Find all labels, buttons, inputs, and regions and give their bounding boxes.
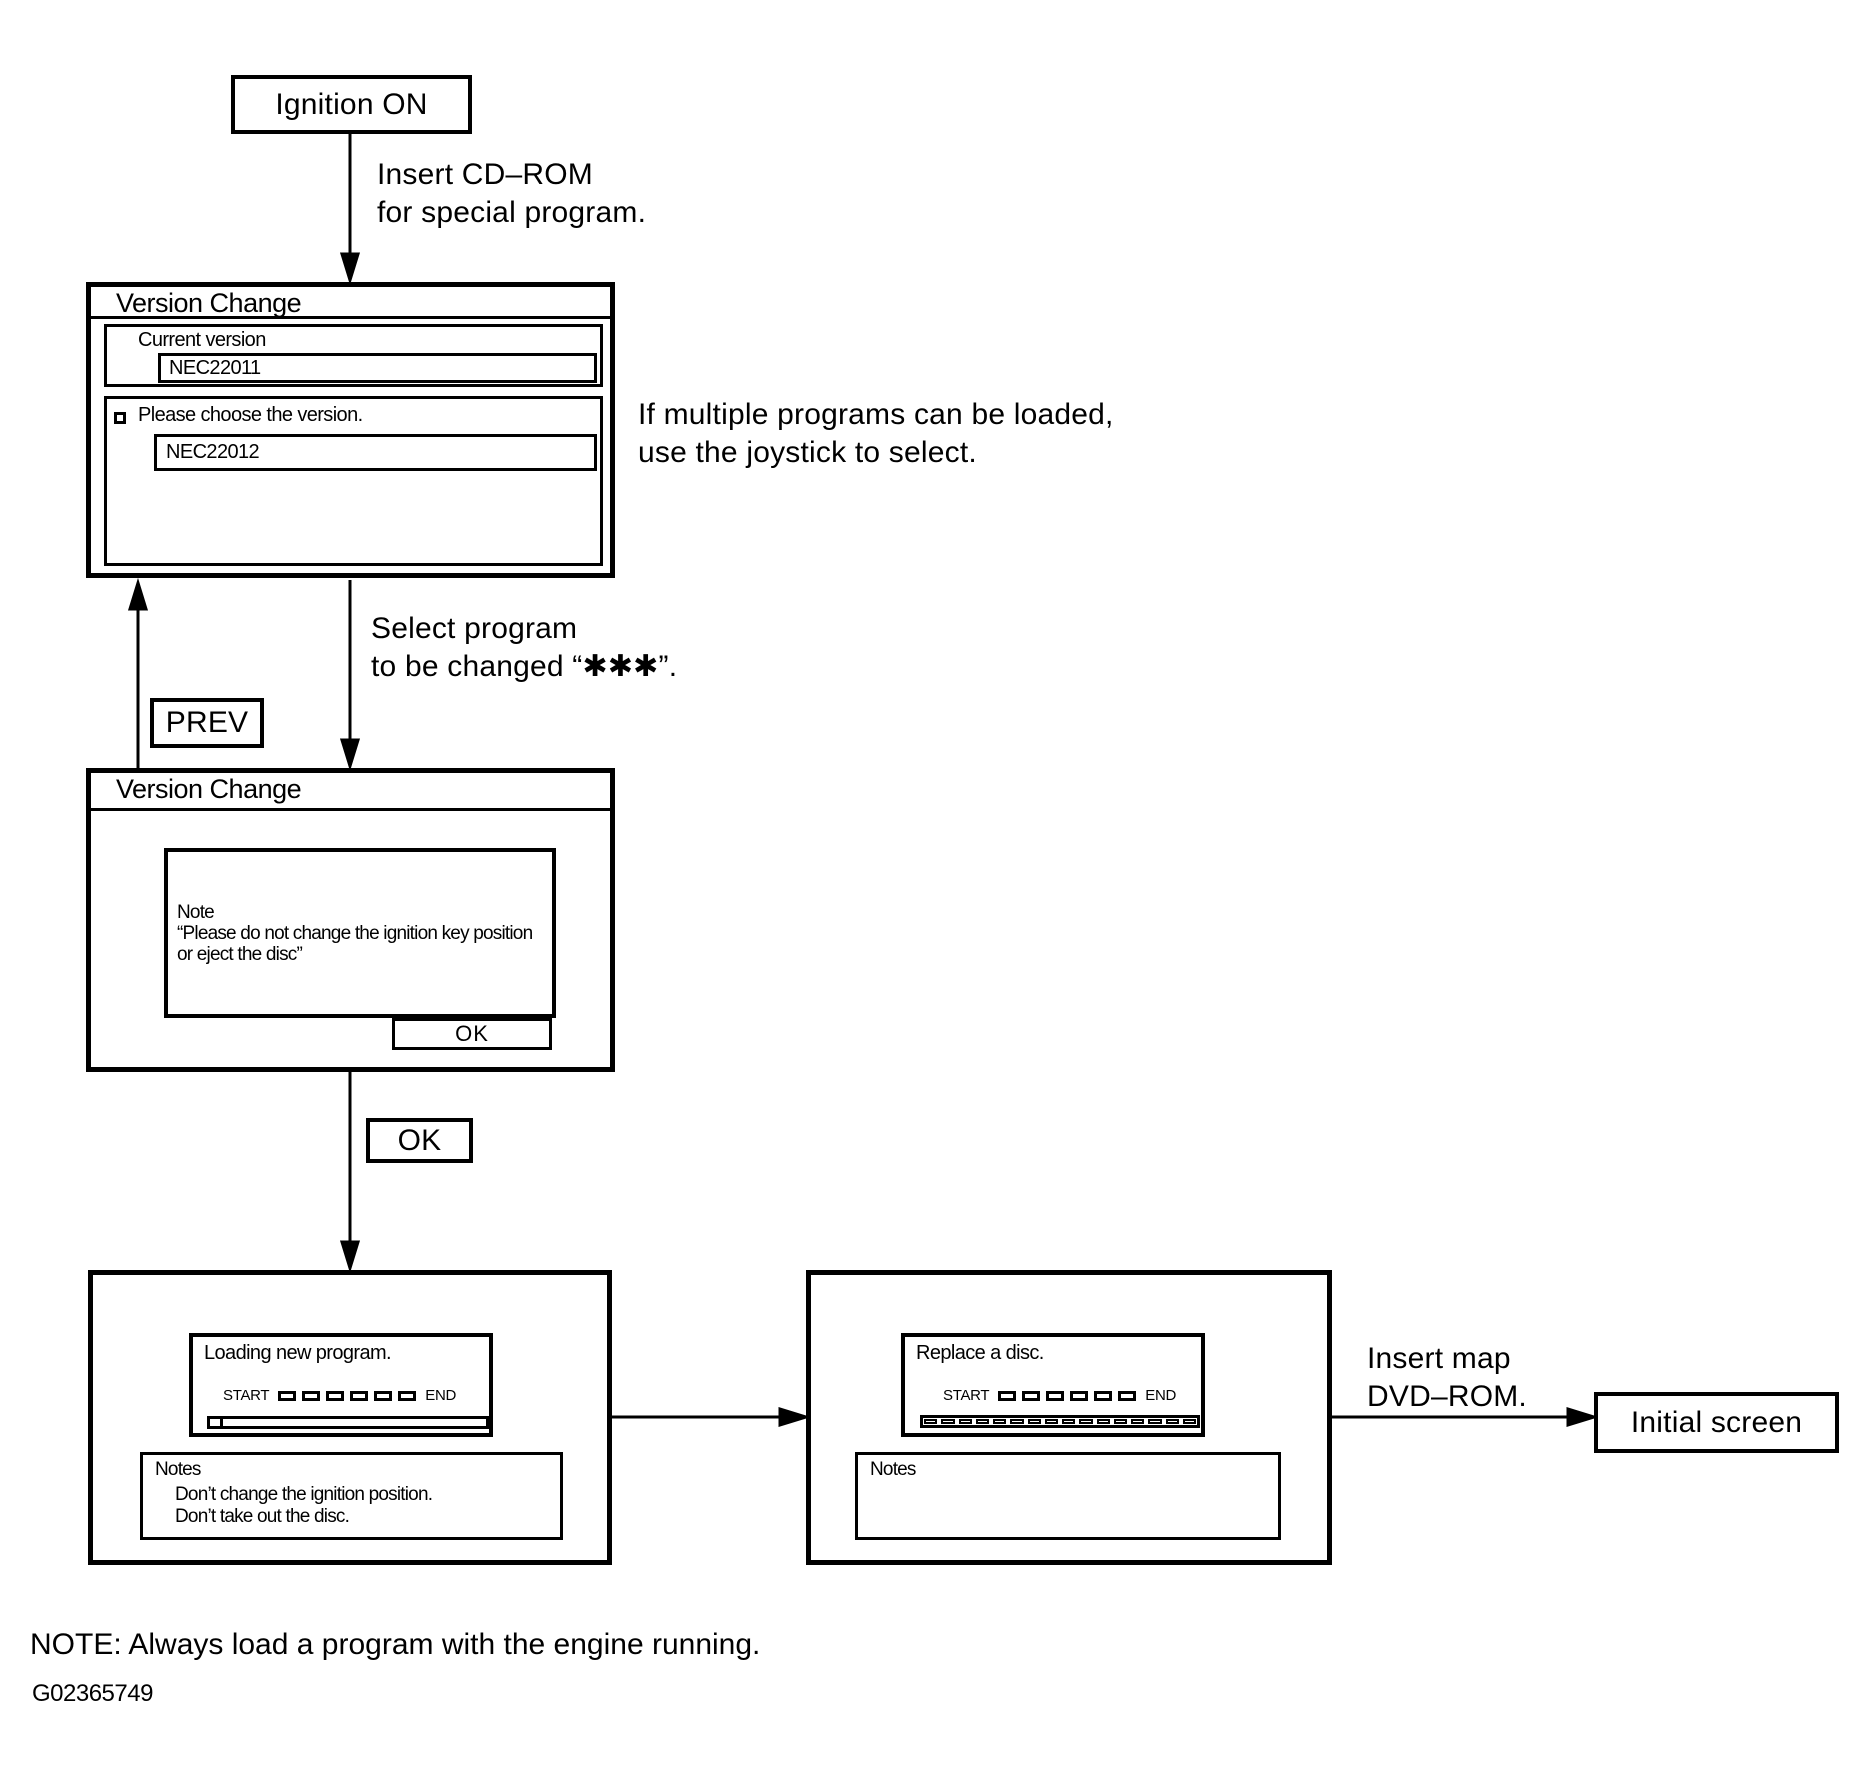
choose-version-prompt: Please choose the version. <box>138 404 363 426</box>
segment-cell <box>210 1419 223 1426</box>
version-option-field[interactable]: NEC22012 <box>154 434 597 471</box>
figure-id: G02365749 <box>32 1680 153 1707</box>
choose-version-panel: Please choose the version. NEC22012 <box>104 396 603 566</box>
segment-cell <box>278 1390 297 1401</box>
current-version-label: Current version <box>138 329 266 351</box>
start-label: START <box>223 1387 270 1404</box>
notes-title: Notes <box>155 1459 201 1480</box>
arrowhead-down-icon <box>339 1240 361 1274</box>
segment-cell <box>1096 1419 1110 1424</box>
ignition-on-box: Ignition ON <box>231 75 472 134</box>
segment-cell <box>1044 1419 1058 1424</box>
loading-progress-bar <box>207 1416 489 1429</box>
bullet-square-icon <box>114 412 126 424</box>
progress-segments <box>278 1390 417 1401</box>
ok-dialog-button[interactable]: OK <box>392 1018 552 1050</box>
segment-cell <box>1148 1419 1162 1424</box>
segment-cell <box>398 1390 417 1401</box>
segment-cell <box>1182 1419 1196 1424</box>
replace-progress-bar <box>920 1415 1200 1428</box>
loading-progress-row: START END <box>223 1387 456 1404</box>
end-label: END <box>425 1387 457 1404</box>
joystick-note: If multiple programs can be loaded, use … <box>638 398 1114 469</box>
segment-cell <box>1094 1390 1113 1401</box>
replace-title: Replace a disc. <box>916 1342 1044 1364</box>
screen-title: Version Change <box>116 774 302 804</box>
select-program-label: Select program to be changed “✱✱✱”. <box>371 612 678 683</box>
title-divider <box>91 808 610 811</box>
note-title: Note <box>177 902 215 923</box>
segment-cell <box>374 1390 393 1401</box>
segment-cell <box>1165 1419 1179 1424</box>
segment-cell <box>1010 1419 1024 1424</box>
loading-screen-box: Loading new program. START END Notes Don… <box>88 1270 612 1565</box>
segment-cell <box>1118 1390 1137 1401</box>
ok-step-box[interactable]: OK <box>366 1118 473 1163</box>
version-option-value: NEC22012 <box>166 441 260 463</box>
segment-cell <box>1079 1419 1093 1424</box>
replace-notes-panel: Notes <box>855 1452 1281 1540</box>
segment-cell <box>998 1390 1017 1401</box>
end-label: END <box>1145 1387 1177 1404</box>
note-dialog: Note “Please do not change the ignition … <box>164 848 556 1018</box>
note-dialog-text: Note “Please do not change the ignition … <box>177 902 533 965</box>
segment-cell <box>350 1390 369 1401</box>
arrowhead-right-icon <box>778 1406 812 1428</box>
current-version-panel: Current version NEC22011 <box>104 324 603 387</box>
initial-screen-label: Initial screen <box>1630 1405 1803 1439</box>
segment-cell <box>1027 1419 1041 1424</box>
progress-segments <box>998 1390 1137 1401</box>
segment-cell <box>302 1390 321 1401</box>
insert-dvd-label: Insert map DVD–ROM. <box>1367 1342 1527 1413</box>
arrowhead-right-icon <box>1566 1406 1600 1428</box>
start-label: START <box>943 1387 990 1404</box>
notes-line: Don’t change the ignition position. <box>175 1484 433 1505</box>
ok-dialog-label: OK <box>455 1021 489 1046</box>
arrowhead-down-icon <box>339 252 361 286</box>
segment-cell <box>993 1419 1007 1424</box>
replace-progress-row: START END <box>943 1387 1176 1404</box>
prev-button[interactable]: PREV <box>150 698 264 748</box>
notes-title: Notes <box>870 1459 916 1480</box>
loading-notes-panel: Notes Don’t change the ignition position… <box>140 1452 563 1540</box>
insert-cdrom-label: Insert CD–ROM for special program. <box>377 158 647 229</box>
segment-cell <box>958 1419 972 1424</box>
arrowhead-down-icon <box>339 738 361 772</box>
version-change-screen-1: Version Change Current version NEC22011 … <box>86 282 615 578</box>
segment-cell <box>1062 1419 1076 1424</box>
segment-cell <box>941 1419 955 1424</box>
segment-cell <box>1046 1390 1065 1401</box>
segment-cell <box>326 1390 345 1401</box>
current-version-field: NEC22011 <box>158 353 597 383</box>
version-change-screen-2: Version Change Note “Please do not chang… <box>86 768 615 1072</box>
arrowhead-up-icon <box>127 577 149 611</box>
segment-cell <box>1022 1390 1041 1401</box>
segment-cell <box>924 1419 938 1424</box>
loading-display: Loading new program. START END <box>189 1333 493 1437</box>
ok-step-label: OK <box>397 1123 442 1157</box>
current-version-value: NEC22011 <box>169 357 261 379</box>
notes-line: Don’t take out the disc. <box>175 1506 350 1527</box>
loading-title: Loading new program. <box>204 1342 392 1364</box>
initial-screen-box: Initial screen <box>1594 1392 1839 1453</box>
prev-label: PREV <box>165 706 249 739</box>
segment-cell <box>975 1419 989 1424</box>
segment-cell <box>1131 1419 1145 1424</box>
replace-display: Replace a disc. START END <box>901 1333 1205 1437</box>
footer-note: NOTE: Always load a program with the eng… <box>30 1628 761 1661</box>
replace-disc-screen-box: Replace a disc. START END Notes <box>806 1270 1332 1565</box>
segment-cell <box>1070 1390 1089 1401</box>
title-divider <box>91 316 610 319</box>
ignition-on-label: Ignition ON <box>275 87 428 121</box>
screen-title: Version Change <box>116 288 302 318</box>
segment-cell <box>1113 1419 1127 1424</box>
